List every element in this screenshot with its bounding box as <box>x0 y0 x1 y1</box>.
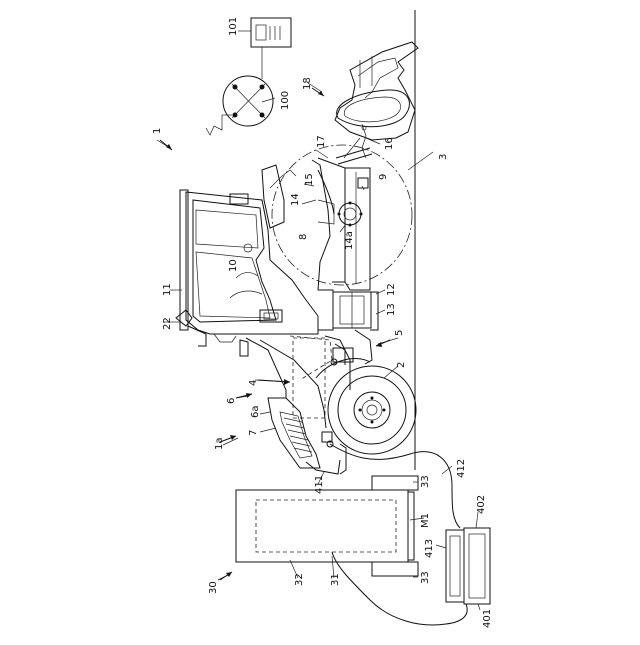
front-wheel-2 <box>316 359 416 454</box>
ref-16: 16 <box>384 137 395 150</box>
rear-implement-18 <box>335 42 418 158</box>
ref-412: 412 <box>456 459 467 478</box>
charging-cable-412 <box>327 441 460 528</box>
ref-6: 6 <box>226 398 237 404</box>
ref-11: 11 <box>162 283 173 296</box>
wireless-station-100 <box>206 76 273 135</box>
battery-unit-30 <box>236 476 418 576</box>
ref-13: 13 <box>386 303 397 316</box>
ref-3: 3 <box>438 154 449 160</box>
ref-33-bottom: 33 <box>420 571 431 584</box>
ref-2: 2 <box>396 362 407 368</box>
ref-1a: 1a <box>214 438 225 451</box>
ref-17: 17 <box>316 135 327 148</box>
tractor-body <box>293 158 378 418</box>
terminal-device-101 <box>251 18 291 79</box>
reference-labels: 101 100 18 1 17 16 3 15 14 9 8 14a 10 11… <box>152 17 493 628</box>
ref-411: 411 <box>314 475 325 494</box>
ref-8: 8 <box>298 234 309 240</box>
ref-33-top: 33 <box>420 475 431 488</box>
ref-22: 22 <box>162 317 173 330</box>
ref-30: 30 <box>208 581 219 594</box>
ref-4: 4 <box>248 380 259 386</box>
ref-10: 10 <box>228 259 239 272</box>
ref-401: 401 <box>482 609 493 628</box>
hood-6 <box>246 336 346 474</box>
ref-9: 9 <box>378 174 389 180</box>
ref-18: 18 <box>302 77 313 90</box>
lift-arm-16-17 <box>336 138 372 164</box>
ref-1: 1 <box>152 128 163 134</box>
ref-5: 5 <box>394 330 405 336</box>
ref-M1: M1 <box>420 513 431 528</box>
ref-7: 7 <box>248 430 259 436</box>
ref-31: 31 <box>330 573 341 586</box>
ref-14a: 14a <box>344 231 355 250</box>
ref-14: 14 <box>290 193 301 206</box>
ref-15: 15 <box>304 173 315 186</box>
ref-100: 100 <box>280 91 291 110</box>
ref-101: 101 <box>228 17 239 36</box>
ref-413: 413 <box>424 539 435 558</box>
ref-6a: 6a <box>250 406 261 419</box>
rear-wheel-outline-3 <box>272 145 412 285</box>
ref-32: 32 <box>294 573 305 586</box>
ref-402: 402 <box>476 495 487 514</box>
ref-12: 12 <box>386 283 397 296</box>
